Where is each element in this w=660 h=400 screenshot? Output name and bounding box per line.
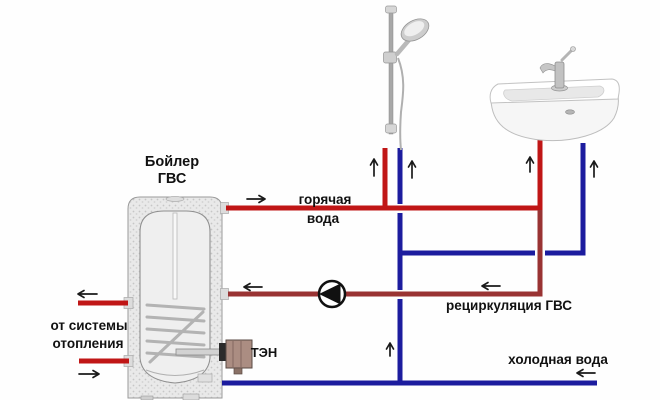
boiler-foot-center xyxy=(182,393,200,400)
arrow-up-sink-cold-icon xyxy=(589,160,599,178)
hot-water-label-line2: вода xyxy=(307,211,340,226)
arrow-left-recirc-pump-icon xyxy=(243,282,263,292)
boiler-title-line1: Бойлер xyxy=(145,154,199,170)
heating-element-bolt xyxy=(233,367,243,375)
boiler-foot-left xyxy=(140,395,154,400)
arrow-up-shower-hot-icon xyxy=(369,158,379,177)
recirculation-pipe xyxy=(228,210,543,297)
heating-system-label-line2: отопления xyxy=(53,336,124,351)
shower-icon xyxy=(383,5,430,151)
arrow-up-shower-cold-icon xyxy=(407,160,417,179)
faucet-icon xyxy=(539,46,576,92)
arrow-right-heating-in-icon xyxy=(78,369,100,379)
circulation-pump-icon xyxy=(317,279,347,309)
arrow-left-recirc-icon xyxy=(481,281,501,291)
heating-element-body xyxy=(225,339,253,369)
heating-element-flange xyxy=(219,343,226,361)
arrow-up-sink-hot-icon xyxy=(525,156,535,173)
arrow-right-hot-main-icon xyxy=(246,194,266,204)
tank-bottom-dome-line xyxy=(145,369,205,376)
heating-element-label: ТЭН xyxy=(251,345,278,360)
shower-hose xyxy=(397,57,405,151)
hot-water-label-line1: горячая xyxy=(299,192,352,207)
sink-icon xyxy=(489,46,620,142)
heating-system-label-line1: от системы xyxy=(50,318,127,333)
pipes xyxy=(78,138,597,386)
boiler xyxy=(123,196,229,400)
heating-element-rod xyxy=(175,348,223,356)
arrow-left-cold-main-icon xyxy=(576,368,596,378)
drain-fitting xyxy=(197,373,213,383)
heating-element-body-detail xyxy=(232,341,242,367)
boiler-top-cap xyxy=(165,196,185,202)
boiler-title-line2: ГВС xyxy=(158,171,187,187)
heat-exchanger-coil xyxy=(145,303,206,364)
cold-water-label: холодная вода xyxy=(508,352,608,367)
heating-element xyxy=(175,339,253,375)
sink-cold-branch-pipe xyxy=(398,143,586,256)
flow-arrows xyxy=(77,156,599,379)
dip-tube xyxy=(172,212,178,300)
recirc-inlet-fitting xyxy=(220,288,229,300)
recirculation-label: рециркуляция ГВС xyxy=(446,298,572,313)
arrow-up-cold-riser-icon xyxy=(385,342,395,357)
arrow-left-heating-out-icon xyxy=(77,289,98,299)
sink-drain xyxy=(565,109,575,115)
